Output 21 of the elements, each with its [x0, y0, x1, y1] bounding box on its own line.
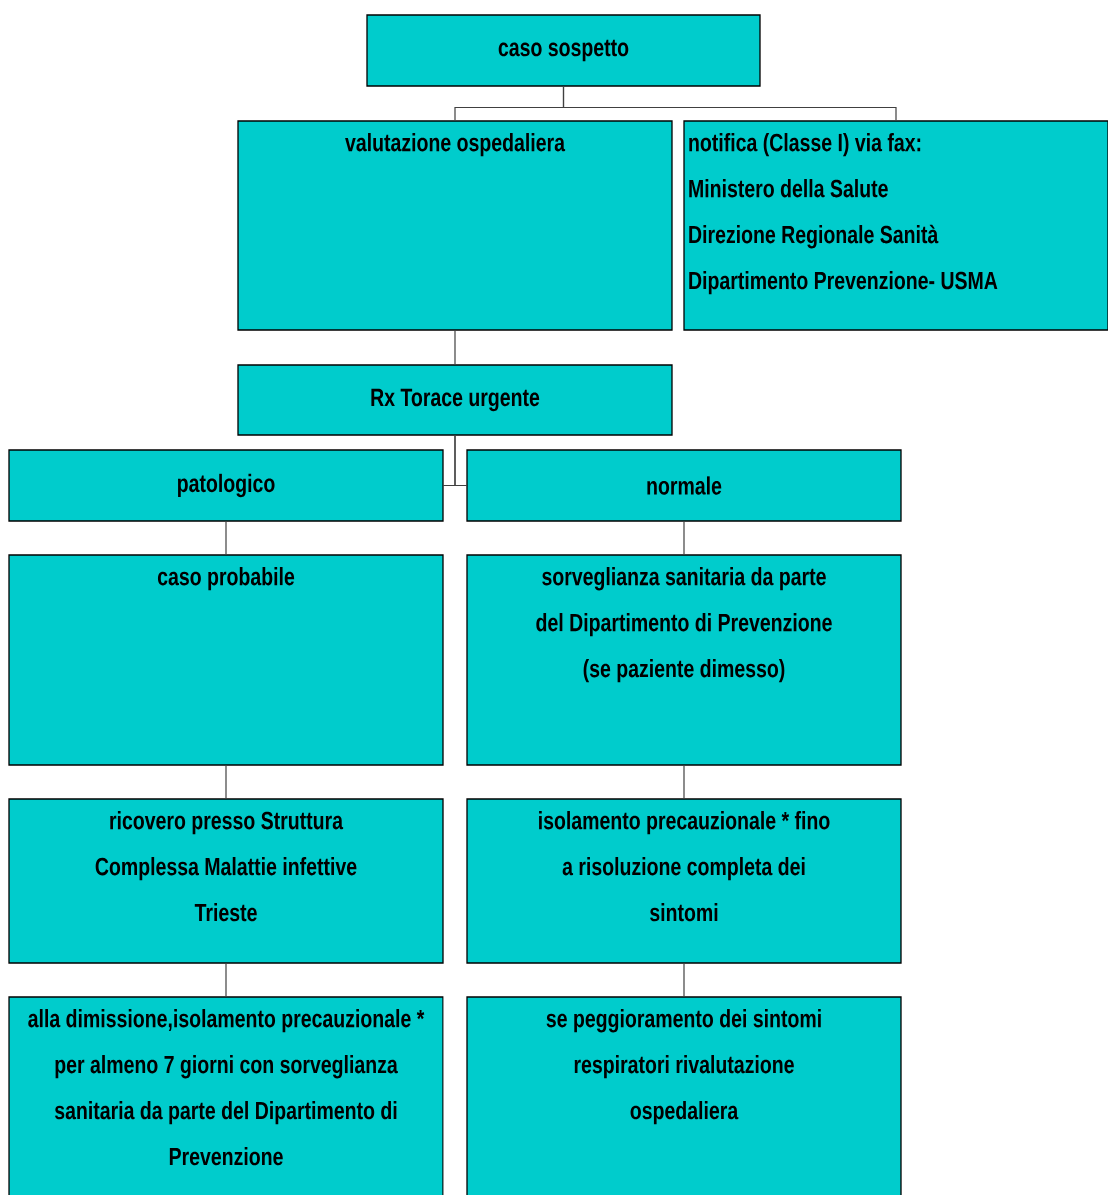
connector-line [454, 329, 456, 366]
flow-box: isolamento precauzionale * fino a risoluzione completa dei sintomi [466, 798, 902, 964]
connector-line [683, 962, 685, 998]
flow-box: sorveglianza sanitaria da parte del Dipartimento di Prevenzione (se paziente dimesso) [466, 554, 902, 766]
flow-box: ricovero presso Struttura Complessa Malattie infettive Trieste [8, 798, 444, 964]
connector-line [454, 434, 468, 487]
flow-box: caso sospetto [366, 14, 761, 87]
flow-box: patologico [8, 449, 444, 522]
connector-line [683, 520, 685, 556]
connector-line [225, 962, 227, 998]
flow-box: alla dimissione,isolamento precauzionale * per almeno 7 giorni con sorveglianza sanitaria da parte del Dipartimento di Prevenzione [8, 996, 444, 1195]
flow-box: notifica (Classe I) via fax: Ministero della Salute Direzione Regionale Sanità Dipartimento Prevenzione- USMA [683, 120, 1108, 331]
connector-line [562, 85, 897, 122]
flow-box: valutazione ospedaliera [237, 120, 673, 331]
flow-box: Rx Torace urgente [237, 364, 673, 436]
connector-line [225, 520, 227, 556]
flow-box: normale [466, 449, 902, 522]
flow-box: se peggioramento dei sintomi respiratori rivalutazione ospedaliera [466, 996, 902, 1195]
connector-line [225, 764, 227, 800]
connector-line [683, 764, 685, 800]
flow-box: caso probabile [8, 554, 444, 766]
